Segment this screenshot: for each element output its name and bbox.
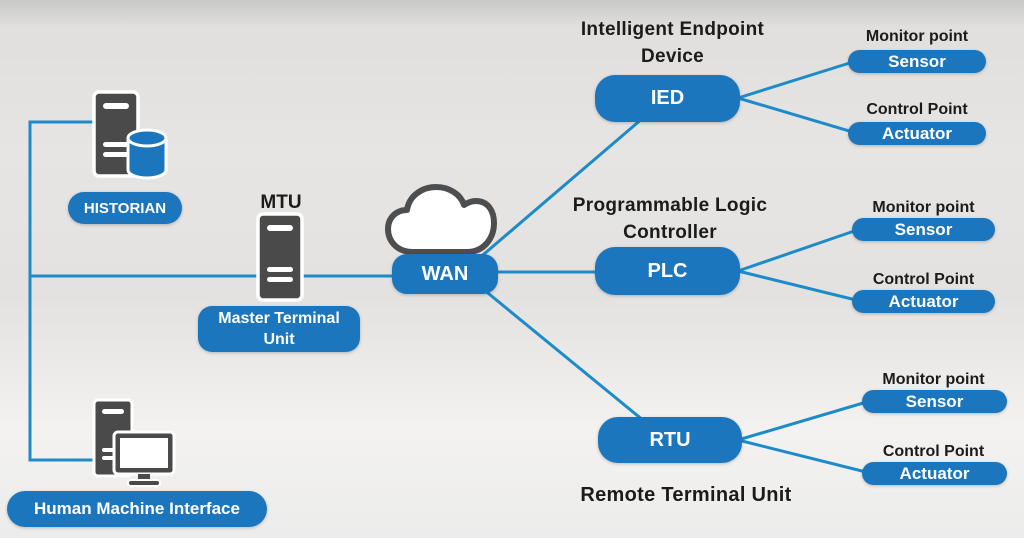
ied-actuator-text: Actuator	[882, 123, 952, 143]
wan-node: WAN	[392, 254, 498, 294]
hmi-label-text: Human Machine Interface	[34, 499, 240, 518]
historian-label-text: HISTORIAN	[83, 199, 167, 217]
ied-monitor-caption-text: Monitor point	[865, 28, 969, 45]
rtu-node: RTU	[598, 417, 742, 463]
ied-node: IED	[595, 75, 740, 122]
wan-rtu-line	[470, 278, 657, 432]
left-bus-line	[28, 120, 99, 462]
rtu-title-line1: Remote Terminal Unit	[580, 484, 792, 506]
plc-monitor-caption: Monitor point	[852, 199, 995, 217]
ied-title-line2: Device	[640, 46, 705, 67]
rtu-actuator-pill: Actuator	[862, 462, 1007, 485]
rtu-monitor-caption-text: Monitor point	[882, 371, 985, 388]
ied-actuator-line	[736, 96, 858, 135]
mtu-server-icon	[256, 212, 304, 307]
mtu-label-text: Master Terminal Unit	[218, 310, 340, 348]
plc-title-line1: Programmable Logic	[572, 195, 768, 216]
ied-monitor-caption: Monitor point	[847, 28, 987, 46]
historian-label: HISTORIAN	[68, 192, 182, 224]
plc-node: PLC	[595, 247, 740, 295]
rtu-sensor-pill: Sensor	[862, 390, 1007, 413]
ied-node-text: IED	[650, 87, 685, 109]
mtu-label: Master Terminal Unit	[198, 306, 360, 352]
ied-control-caption-text: Control Point	[866, 101, 968, 118]
rtu-sensor-text: Sensor	[905, 391, 964, 411]
rtu-actuator-text: Actuator	[899, 463, 970, 483]
rtu-monitor-caption: Monitor point	[860, 371, 1007, 389]
ied-sensor-pill: Sensor	[848, 50, 986, 73]
wan-cloud-icon	[383, 180, 499, 265]
plc-title: Programmable Logic Controller	[570, 192, 770, 246]
hmi-workstation-icon	[92, 398, 178, 493]
rtu-control-caption-text: Control Point	[882, 443, 985, 460]
rtu-sensor-line	[736, 399, 872, 442]
ied-sensor-line	[736, 59, 858, 100]
rtu-control-caption: Control Point	[860, 443, 1007, 461]
plc-actuator-line	[736, 269, 862, 303]
plc-sensor-pill: Sensor	[852, 218, 995, 241]
rtu-actuator-line	[736, 438, 872, 475]
plc-control-caption-text: Control Point	[872, 271, 975, 288]
ied-title: Intelligent Endpoint Device	[575, 16, 770, 70]
plc-sensor-text: Sensor	[894, 219, 953, 239]
ied-actuator-pill: Actuator	[848, 122, 986, 145]
hmi-label: Human Machine Interface	[7, 491, 267, 527]
ied-control-caption: Control Point	[847, 101, 987, 119]
rtu-node-text: RTU	[649, 428, 691, 451]
plc-monitor-caption-text: Monitor point	[872, 199, 975, 216]
plc-title-line2: Controller	[623, 222, 717, 243]
wan-label-text: WAN	[421, 262, 469, 285]
mtu-abbr-text: MTU	[260, 192, 302, 213]
mtu-abbr-label: MTU	[252, 192, 310, 213]
plc-node-text: PLC	[647, 259, 688, 282]
plc-sensor-line	[736, 227, 862, 273]
wan-ied-line	[468, 110, 652, 268]
plc-actuator-text: Actuator	[888, 291, 959, 311]
ied-title-line1: Intelligent Endpoint	[580, 19, 765, 40]
plc-control-caption: Control Point	[852, 271, 995, 289]
plc-actuator-pill: Actuator	[852, 290, 995, 313]
rtu-title: Remote Terminal Unit	[578, 482, 794, 509]
historian-server-database-icon	[92, 90, 170, 189]
ied-sensor-text: Sensor	[888, 51, 946, 71]
